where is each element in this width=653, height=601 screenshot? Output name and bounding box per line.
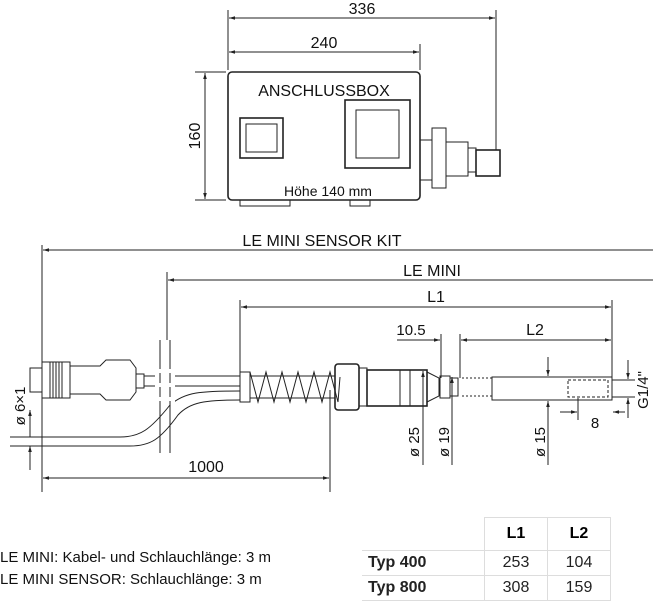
dim-thread: G1/4" xyxy=(635,371,652,409)
table-header-empty xyxy=(362,517,485,551)
box-title: ANSCHLUSSBOX xyxy=(258,83,390,100)
row-label: Typ 800 xyxy=(362,575,485,601)
dim-160: 160 xyxy=(187,123,204,150)
dim-1000: 1000 xyxy=(188,459,224,476)
table-row: Typ 800 308 159 xyxy=(362,575,611,601)
dim-10-5: 10.5 xyxy=(396,322,425,339)
sensor-dimensions: LE MINI SENSOR KIT LE MINI L1 10.5 L2 xyxy=(41,233,653,492)
sensor-body xyxy=(239,363,613,411)
cell-l1: 308 xyxy=(484,575,548,601)
box-height-note: Höhe 140 mm xyxy=(284,183,372,199)
dim-d15: ø 15 xyxy=(532,427,549,457)
dim-cable: ø 6×1 xyxy=(12,387,29,426)
dim-336: 336 xyxy=(349,1,376,18)
dim-d25: ø 25 xyxy=(406,427,423,457)
dim-240: 240 xyxy=(311,35,338,52)
cell-l2: 104 xyxy=(547,550,611,576)
table-header-l2: L2 xyxy=(547,517,611,551)
sensor-cable xyxy=(10,340,241,455)
cell-l2: 159 xyxy=(547,575,611,601)
box-dimensions: 336 240 160 xyxy=(187,1,497,201)
lower-dimensions: ø 6×1 1000 ø 25 ø 19 ø 15 8 G1/4" xyxy=(12,357,652,492)
dim-d19: ø 19 xyxy=(436,427,453,457)
dimension-table: L1 L2 Typ 400 253 104 Typ 800 308 159 xyxy=(362,517,611,601)
dim-l1: L1 xyxy=(427,289,445,306)
table-row: Typ 400 253 104 xyxy=(362,550,611,576)
mini-label: LE MINI xyxy=(403,263,461,280)
caption-le-mini-sensor: LE MINI SENSOR: Schlauchlänge: 3 m xyxy=(0,571,262,588)
cell-l1: 253 xyxy=(484,550,548,576)
row-label: Typ 400 xyxy=(362,550,485,576)
kit-label: LE MINI SENSOR KIT xyxy=(242,233,401,250)
table-header-l1: L1 xyxy=(484,517,548,551)
connection-box: ANSCHLUSSBOX Höhe 140 mm xyxy=(227,71,501,207)
dim-8: 8 xyxy=(591,415,599,432)
caption-le-mini: LE MINI: Kabel- und Schlauchlänge: 3 m xyxy=(0,549,271,566)
dim-l2: L2 xyxy=(526,322,544,339)
